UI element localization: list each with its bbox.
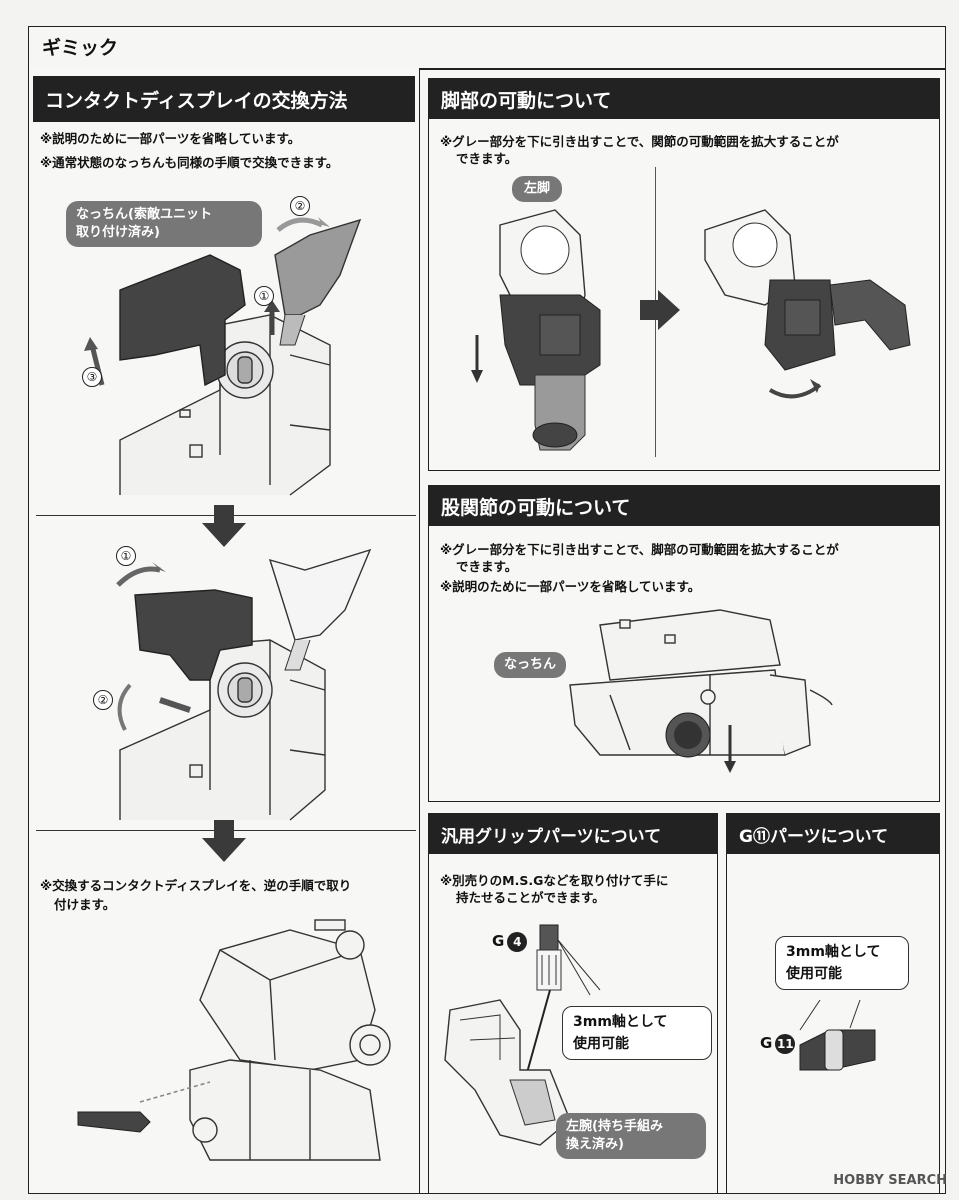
step-3-marker: ③ <box>82 367 102 387</box>
page-title: ギミック <box>42 37 119 59</box>
step-2b-marker: ② <box>93 690 113 710</box>
left-leg-illustration-1 <box>471 209 601 451</box>
g11-part-illustration <box>799 999 876 1071</box>
g11-3mm-label: 3mm軸として 使用可能 <box>775 936 909 990</box>
hip-nacchin-callout: なっちん <box>494 652 567 678</box>
hip-note-2: できます。 <box>456 559 518 574</box>
down-arrow-2 <box>202 820 246 862</box>
contact-display-title: コンタクトディスプレイの交換方法 <box>33 76 415 122</box>
step-1-marker: ① <box>254 286 274 306</box>
contact-step2-illustration <box>116 548 372 821</box>
contact-final-note-2: 付けます。 <box>54 897 116 912</box>
transition-arrow <box>640 290 680 330</box>
contact-step3-illustration <box>77 919 391 1161</box>
hip-illustration <box>569 609 833 773</box>
hip-note-1: ※グレー部分を下に引き出すことで、脚部の可動範囲を拡大することが <box>440 542 839 557</box>
leg-note-1: ※グレー部分を下に引き出すことで、関節の可動範囲を拡大することが <box>440 134 839 149</box>
grip-3mm-label: 3mm軸として 使用可能 <box>562 1006 712 1060</box>
contact-note-2: ※通常状態のなっちんも同様の手順で交換できます。 <box>40 155 339 170</box>
watermark: HOBBY SEARCH <box>833 1173 947 1188</box>
left-leg-callout: 左脚 <box>512 176 563 202</box>
nacchin-callout: なっちん(索敵ユニット 取り付け済み) <box>66 201 262 247</box>
contact-note-1: ※説明のために一部パーツを省略しています。 <box>40 131 301 146</box>
down-arrow-1 <box>202 505 246 547</box>
contact-step1-illustration <box>84 217 362 496</box>
hip-title: 股関節の可動について <box>429 486 939 526</box>
hip-note-3: ※説明のために一部パーツを省略しています。 <box>440 579 701 594</box>
left-leg-illustration-2 <box>704 209 911 399</box>
g11-title: G⑪パーツについて <box>727 814 939 854</box>
grip-note-2: 持たせることができます。 <box>456 890 605 905</box>
grip-note-1: ※別売りのM.S.Gなどを取り付けて手に <box>440 873 669 888</box>
grip-part-illustration <box>444 924 601 1146</box>
leg-title: 脚部の可動について <box>429 79 939 119</box>
divider <box>28 68 946 70</box>
step-1b-marker: ① <box>116 546 136 566</box>
leg-note-2: できます。 <box>456 151 518 166</box>
step-2-marker: ② <box>290 196 310 216</box>
grip-title: 汎用グリップパーツについて <box>429 814 717 854</box>
g11-panel: G⑪パーツについて <box>726 813 940 1194</box>
leg-panel: 脚部の可動について <box>428 78 940 471</box>
contact-final-note-1: ※交換するコンタクトディスプレイを、逆の手順で取り <box>40 878 352 893</box>
left-arm-callout: 左腕(持ち手組み 換え済み) <box>556 1113 706 1159</box>
